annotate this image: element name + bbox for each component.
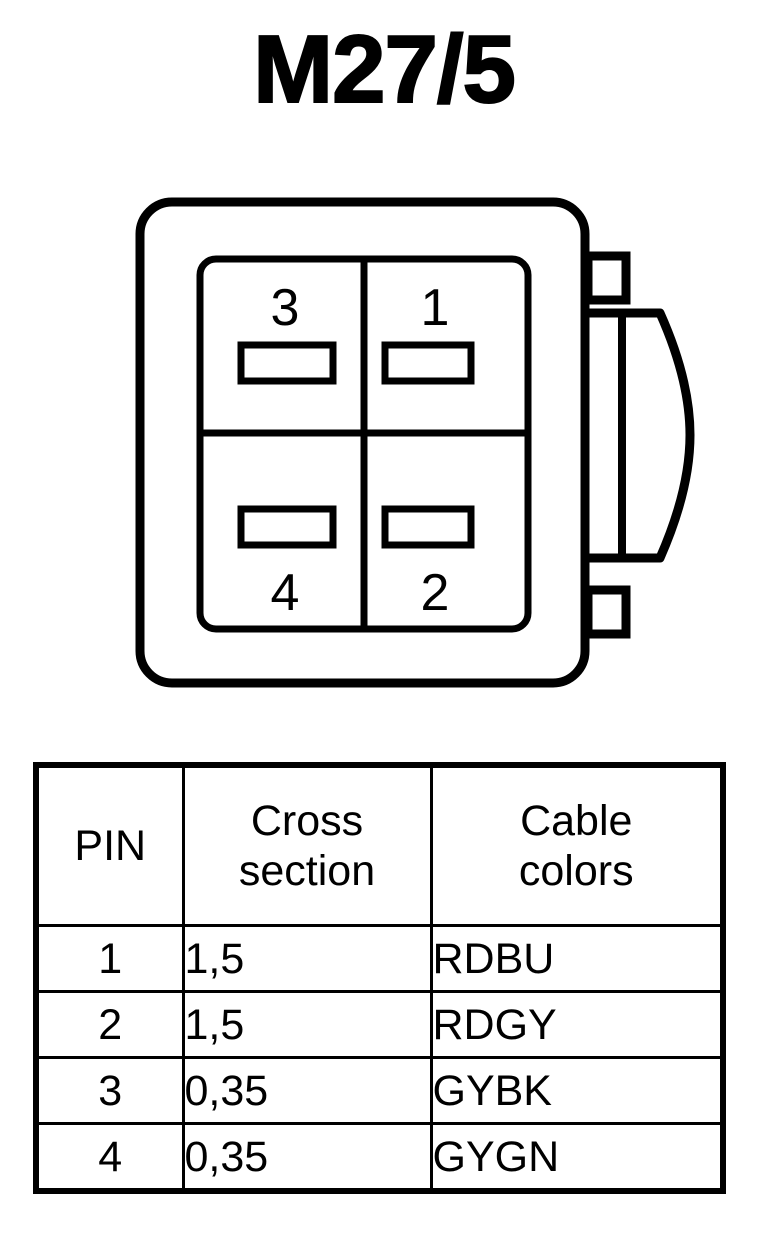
table-row: 2 1,5 RDGY <box>34 990 725 1059</box>
cavity-number-4: 4 <box>271 564 300 622</box>
cell-cable-colors: RDBU <box>429 924 725 993</box>
table-row: 4 0,35 GYGN <box>34 1122 725 1193</box>
table-header-row: PIN Cross section Cable colors <box>34 763 725 927</box>
table-header: PIN Cross section Cable colors <box>34 763 725 927</box>
terminal-slot-2 <box>381 505 475 549</box>
cell-cross-section: 0,35 <box>181 1056 433 1125</box>
cell-cross-section: 0,35 <box>181 1122 433 1193</box>
cell-cross-section: 1,5 <box>181 924 433 993</box>
cell-cable-colors: RDGY <box>429 990 725 1059</box>
table-row: 1 1,5 RDBU <box>34 924 725 993</box>
cell-pin: 3 <box>34 1056 185 1125</box>
cavity-number-3: 3 <box>271 279 300 337</box>
column-header-pin: PIN <box>34 763 185 927</box>
cavity-number-2: 2 <box>421 564 450 622</box>
pinout-table-container: PIN Cross section Cable colors 1 1,5 RDB… <box>33 762 726 1194</box>
page-title: M27/5 <box>252 16 517 123</box>
cavity-number-1: 1 <box>421 279 450 337</box>
latch-lever <box>580 308 695 563</box>
cell-pin: 4 <box>34 1122 185 1193</box>
connector-svg: 3 1 4 2 <box>135 197 695 688</box>
column-header-cable-colors-line-2: colors <box>518 847 634 895</box>
cell-cable-colors: GYGN <box>429 1122 725 1193</box>
table-body: 1 1,5 RDBU 2 1,5 RDGY 3 0,35 GYBK 4 0,35… <box>34 924 725 1193</box>
pinout-table: PIN Cross section Cable colors 1 1,5 RDB… <box>33 762 726 1194</box>
column-header-cross-section-line-1: Cross <box>250 797 364 845</box>
cell-pin: 1 <box>34 924 185 993</box>
column-header-cable-colors-line-1: Cable <box>520 797 633 845</box>
locking-tab-top-icon <box>583 251 631 305</box>
cell-pin: 2 <box>34 990 185 1059</box>
connector-diagram: 3 1 4 2 <box>0 180 768 710</box>
locking-tab-bottom-icon <box>583 585 631 639</box>
column-header-cross-section: Cross section <box>181 763 433 927</box>
cell-cross-section: 1,5 <box>181 990 433 1059</box>
terminal-slot-1 <box>381 341 475 385</box>
terminal-slot-3 <box>237 341 337 385</box>
column-header-pin-line-1: PIN <box>74 822 147 870</box>
column-header-cross-section-line-2: section <box>238 847 376 895</box>
column-header-cable-colors: Cable colors <box>429 763 725 927</box>
table-row: 3 0,35 GYBK <box>34 1056 725 1125</box>
cell-cable-colors: GYBK <box>429 1056 725 1125</box>
terminal-slot-4 <box>237 505 337 549</box>
